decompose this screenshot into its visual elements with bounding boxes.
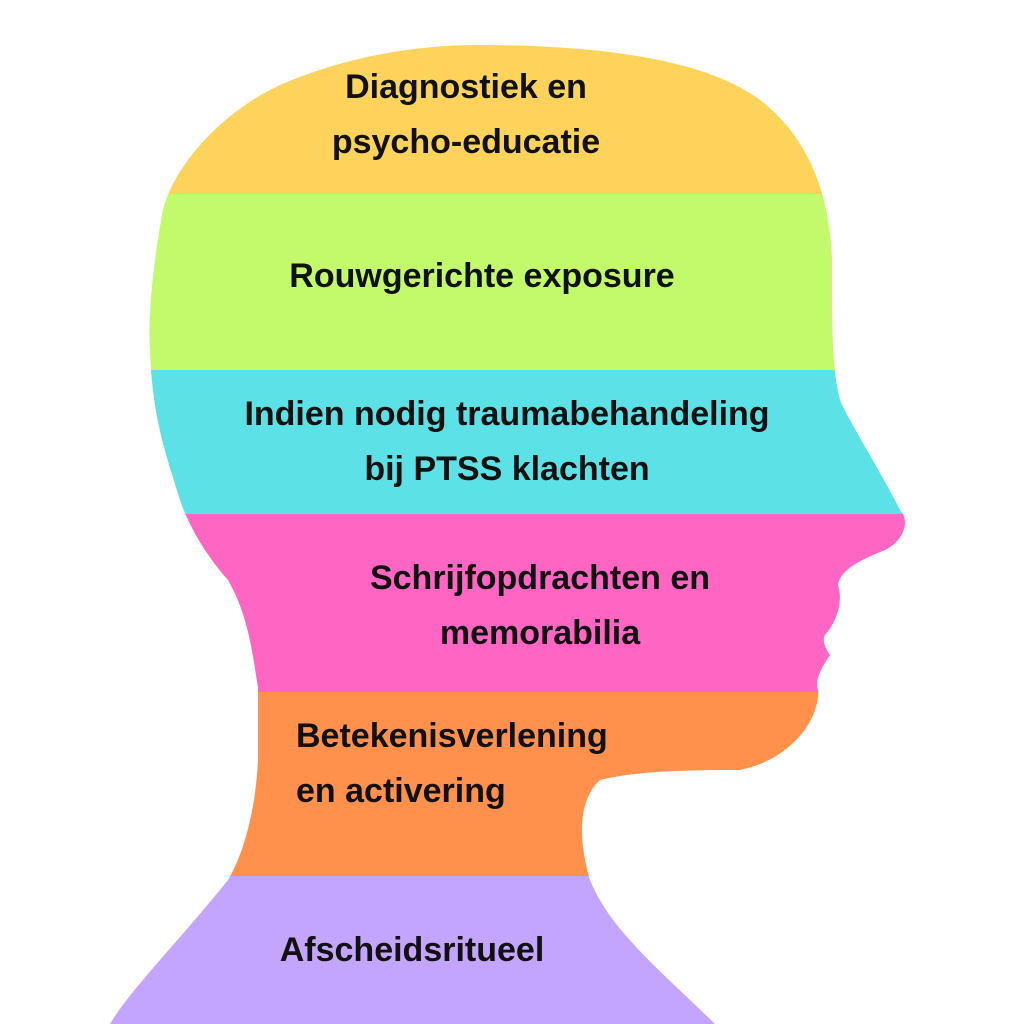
label-meaning-line-2: en activering: [296, 772, 506, 810]
band-grief-exposure: [110, 194, 905, 370]
label-diagnostics-line-1: Diagnostiek en: [345, 68, 587, 106]
band-labels: Diagnostiek en psycho-educatie Rouwgeric…: [244, 68, 769, 969]
label-meaning-line-1: Betekenisverlening: [296, 717, 608, 755]
band-trauma-treatment: [110, 370, 905, 514]
label-trauma-line-2: bij PTSS klachten: [364, 450, 649, 488]
band-writing-assignments: [110, 514, 905, 692]
label-writing-line-1: Schrijfopdrachten en: [370, 559, 710, 597]
label-writing-line-2: memorabilia: [440, 614, 641, 652]
label-farewell-ritual: Afscheidsritueel: [280, 931, 545, 969]
label-diagnostics-line-2: psycho-educatie: [332, 123, 600, 161]
label-grief-exposure: Rouwgerichte exposure: [289, 257, 674, 295]
label-trauma-line-1: Indien nodig traumabehandeling: [244, 395, 769, 433]
